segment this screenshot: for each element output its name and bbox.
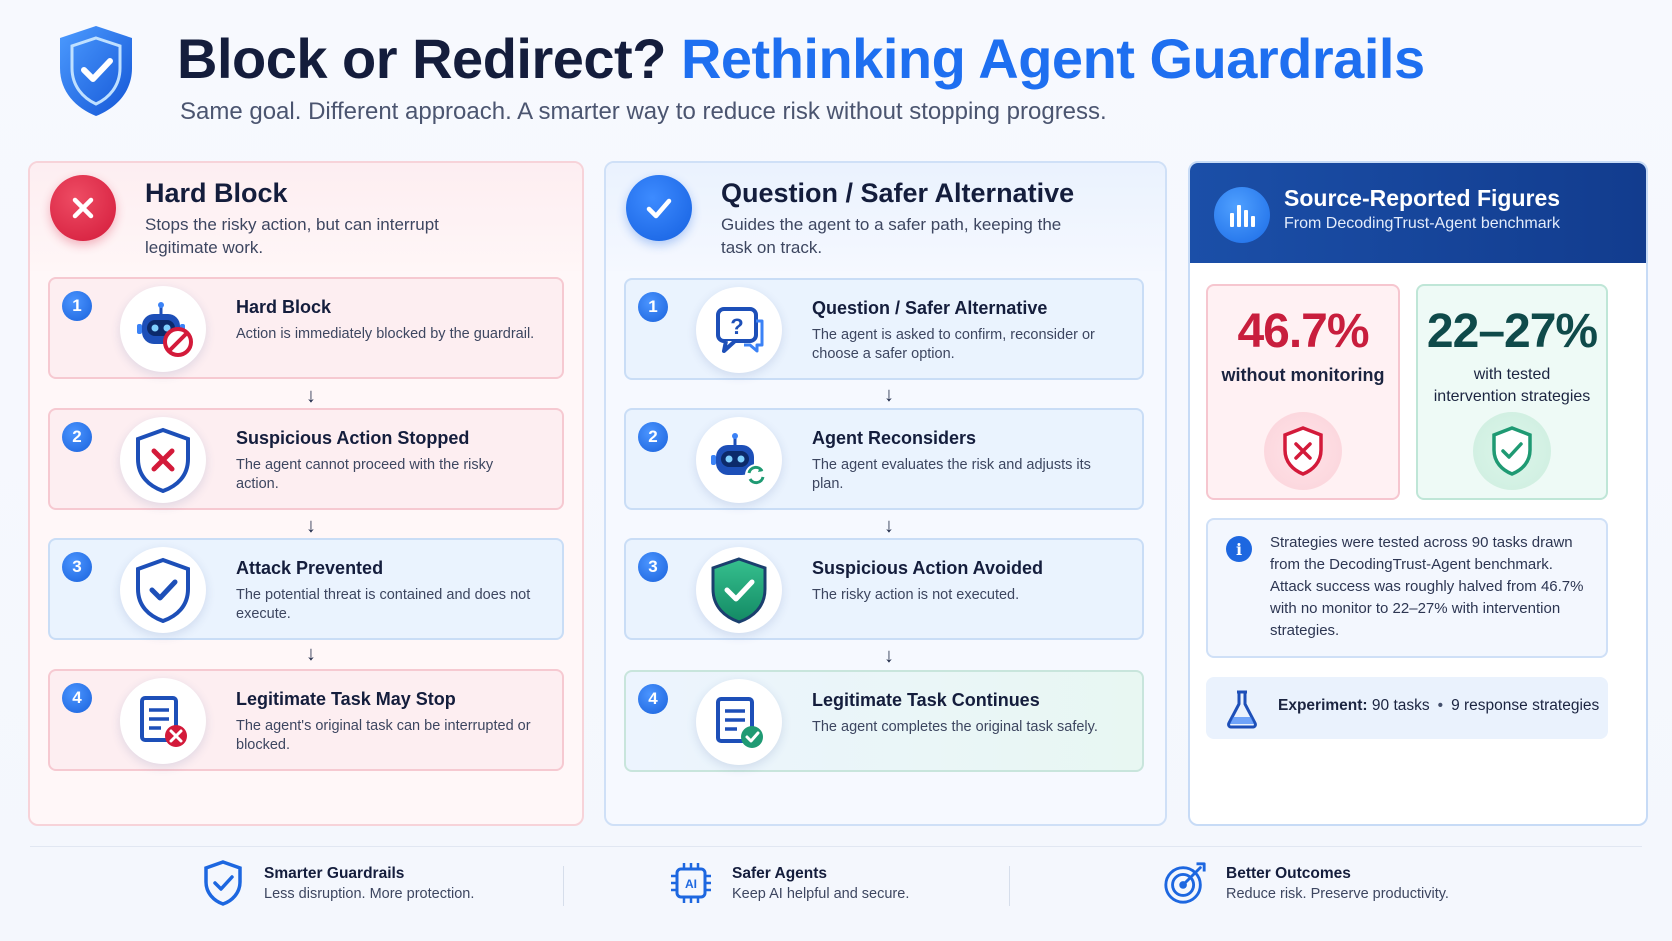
info-text: Strategies were tested across 90 tasks d… bbox=[1270, 534, 1584, 639]
step-description: The agent cannot proceed with the risky … bbox=[236, 457, 494, 492]
safer-alternative-panel: Question / Safer Alternative Guides the … bbox=[604, 161, 1167, 826]
step-number: 2 bbox=[638, 422, 668, 452]
figures-title: Source-Reported Figures bbox=[1284, 185, 1561, 211]
down-arrow-icon: ↓ bbox=[306, 643, 316, 665]
robot-blocked-icon bbox=[120, 286, 206, 372]
title-dark: Block or Redirect? bbox=[177, 27, 666, 90]
shield-check-icon bbox=[1473, 412, 1551, 490]
step-title: Suspicious Action Stopped bbox=[236, 428, 470, 448]
step-description: The potential threat is contained and do… bbox=[236, 587, 531, 622]
safer-alternative-header: Question / Safer Alternative Guides the … bbox=[606, 163, 1165, 271]
experiment-label: Experiment: bbox=[1278, 697, 1368, 714]
step-description: The risky action is not executed. bbox=[812, 587, 1020, 603]
svg-text:?: ? bbox=[730, 314, 743, 339]
safer-step-1: 1 ? Question / Safer Alternative The age… bbox=[624, 278, 1144, 380]
step-number: 1 bbox=[638, 292, 668, 322]
info-box: i Strategies were tested across 90 tasks… bbox=[1206, 518, 1608, 658]
down-arrow-icon: ↓ bbox=[884, 645, 894, 667]
stat-with-intervention: 22–27% with tested intervention strategi… bbox=[1416, 284, 1608, 500]
ai-chip-icon: AI bbox=[668, 860, 714, 906]
step-description: Action is immediately blocked by the gua… bbox=[236, 326, 535, 342]
experiment-tasks: 90 tasks bbox=[1371, 697, 1430, 714]
robot-refresh-icon bbox=[696, 417, 782, 503]
step-title: Hard Block bbox=[236, 297, 332, 317]
stat-label: with tested intervention strategies bbox=[1433, 366, 1591, 405]
footer-title: Better Outcomes bbox=[1226, 865, 1351, 882]
step-description: The agent evaluates the risk and adjusts… bbox=[812, 457, 1091, 492]
hard-block-step-2: 2 Suspicious Action Stopped The agent ca… bbox=[48, 408, 564, 510]
hard-block-step-3: 3 Attack Prevented The potential threat … bbox=[48, 538, 564, 640]
down-arrow-icon: ↓ bbox=[884, 515, 894, 537]
step-number: 4 bbox=[62, 683, 92, 713]
footer-divider bbox=[30, 846, 1642, 847]
figures-subtitle: From DecodingTrust-Agent benchmark bbox=[1284, 215, 1560, 232]
shield-x-icon bbox=[120, 417, 206, 503]
safer-step-4: 4 Legitimate Task Continues The agent co… bbox=[624, 670, 1144, 772]
target-icon bbox=[1162, 860, 1208, 906]
step-description: The agent's original task can be interru… bbox=[236, 718, 531, 753]
hard-block-title: Hard Block bbox=[145, 178, 288, 208]
step-description: The agent is asked to confirm, reconside… bbox=[812, 327, 1095, 362]
footer-separator bbox=[1009, 866, 1010, 906]
question-bubble-icon: ? bbox=[696, 287, 782, 373]
hard-block-description: Stops the risky action, but can interrup… bbox=[145, 215, 439, 257]
footer-description: Reduce risk. Preserve productivity. bbox=[1226, 886, 1449, 902]
title-blue: Rethinking Agent Guardrails bbox=[680, 27, 1425, 90]
step-number: 1 bbox=[62, 291, 92, 321]
hard-block-step-1: 1 Hard Block Action is immediately block… bbox=[48, 277, 564, 379]
stat-label: without monitoring bbox=[1221, 365, 1385, 385]
hard-block-step-4: 4 Legitimate Task May Stop The agent's o… bbox=[48, 669, 564, 771]
step-title: Legitimate Task Continues bbox=[812, 690, 1040, 710]
safer-alternative-title: Question / Safer Alternative bbox=[721, 178, 1075, 208]
page-subtitle: Same goal. Different approach. A smarter… bbox=[180, 98, 1107, 125]
step-title: Suspicious Action Avoided bbox=[812, 558, 1044, 578]
safer-alternative-description: Guides the agent to a safer path, keepin… bbox=[721, 215, 1062, 257]
footer-separator bbox=[563, 866, 564, 906]
figures-header: Source-Reported Figures From DecodingTru… bbox=[1190, 163, 1646, 263]
footer-title: Safer Agents bbox=[732, 865, 828, 882]
stat-value: 46.7% bbox=[1237, 305, 1369, 358]
experiment-text: Experiment: 90 tasks • 9 response strategi… bbox=[1278, 697, 1599, 715]
stat-value: 22–27% bbox=[1426, 305, 1598, 358]
down-arrow-icon: ↓ bbox=[306, 385, 316, 407]
step-title: Legitimate Task May Stop bbox=[236, 689, 456, 709]
step-number: 3 bbox=[62, 552, 92, 582]
down-arrow-icon: ↓ bbox=[884, 384, 894, 406]
step-title: Agent Reconsiders bbox=[812, 428, 977, 448]
source-figures-panel: Source-Reported Figures From DecodingTru… bbox=[1188, 161, 1648, 826]
step-description: The agent completes the original task sa… bbox=[812, 719, 1098, 735]
shield-x-icon bbox=[1264, 412, 1342, 490]
footer-description: Less disruption. More protection. bbox=[264, 886, 475, 902]
hard-block-header: Hard Block Stops the risky action, but c… bbox=[30, 163, 582, 271]
step-number: 2 bbox=[62, 422, 92, 452]
step-number: 4 bbox=[638, 684, 668, 714]
svg-text:AI: AI bbox=[685, 877, 697, 891]
footer-title: Smarter Guardrails bbox=[264, 865, 405, 882]
green-shield-check-icon bbox=[696, 547, 782, 633]
experiment-separator: • bbox=[1437, 697, 1444, 714]
shield-check-icon bbox=[120, 547, 206, 633]
experiment-box: Experiment: 90 tasks • 9 response strategi… bbox=[1206, 677, 1608, 739]
document-check-icon bbox=[696, 679, 782, 765]
step-number: 3 bbox=[638, 552, 668, 582]
stat-without-monitoring: 46.7% without monitoring bbox=[1206, 284, 1400, 500]
page-title: Block or Redirect? Rethinking Agent Guar… bbox=[177, 26, 1425, 91]
header: Block or Redirect? Rethinking Agent Guar… bbox=[0, 0, 1672, 150]
shield-check-logo-icon bbox=[60, 26, 132, 116]
hard-block-panel: Hard Block Stops the risky action, but c… bbox=[28, 161, 584, 826]
document-x-icon bbox=[120, 678, 206, 764]
bar-chart-icon bbox=[1214, 187, 1270, 243]
x-circle-icon bbox=[50, 175, 116, 241]
safer-step-3: 3 Suspicious Action Avoided The risky ac… bbox=[624, 538, 1144, 640]
safer-step-2: 2 Agent Reconsiders The agent evaluates … bbox=[624, 408, 1144, 510]
footer-description: Keep AI helpful and secure. bbox=[732, 886, 910, 902]
step-title: Attack Prevented bbox=[236, 558, 384, 578]
info-icon: i bbox=[1226, 536, 1252, 562]
experiment-strategies: 9 response strategies bbox=[1451, 697, 1600, 714]
shield-check-icon bbox=[200, 860, 246, 906]
down-arrow-icon: ↓ bbox=[306, 515, 316, 537]
check-circle-icon bbox=[626, 175, 692, 241]
step-title: Question / Safer Alternative bbox=[812, 298, 1048, 318]
flask-icon bbox=[1227, 690, 1257, 729]
